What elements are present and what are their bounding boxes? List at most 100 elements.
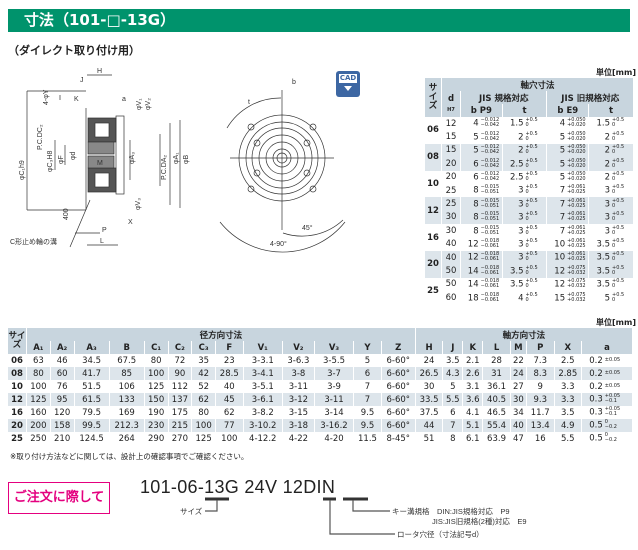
size-cell: 08 <box>8 367 26 380</box>
page-title: 寸法（101-□-13G） <box>8 9 630 32</box>
cell-20: 0.3+0.05−0.1 <box>582 393 632 406</box>
tolerance: −0.012−0.042 <box>480 130 500 142</box>
cell-1: 46 <box>56 355 68 366</box>
column-header: Z <box>381 341 415 354</box>
cell-16: 40.5 <box>483 393 510 406</box>
tolerance: −0.012−0.042 <box>480 144 500 156</box>
cad-download-button[interactable]: CAD <box>336 71 360 97</box>
cell-8: 4-12.2 <box>249 433 277 444</box>
size-cell: 16 <box>11 407 23 418</box>
tolerance: +0.050+0.020 <box>567 157 586 169</box>
cell-16: 55.4 <box>483 419 510 432</box>
column-header: C₃ <box>192 341 215 354</box>
order-info-button[interactable]: ご注文に際して <box>8 482 110 514</box>
unit-label-2: 単位[mm] <box>596 318 636 327</box>
cell-2: 99.5 <box>74 419 109 432</box>
b-p9-cell: 8−0.015−0.051 <box>461 210 502 225</box>
cell-4: 80 <box>150 355 162 366</box>
cell-18: 11.7 <box>530 407 550 418</box>
cell-8: 3-4.1 <box>243 367 282 380</box>
d-cell: 50 <box>445 279 457 290</box>
b-e9-cell: 15+0.075+0.032 <box>554 291 586 304</box>
cell-13: 51 <box>423 433 435 444</box>
size-cell: 06 <box>11 355 23 366</box>
cell-19: 3.3 <box>561 381 575 392</box>
cell-6: 62 <box>192 393 215 406</box>
cell-4: 290 <box>148 433 165 444</box>
d-cell: 40 <box>445 239 457 250</box>
size-cell: 25 <box>427 286 439 297</box>
cell-14: 3.5 <box>446 355 460 366</box>
column-header: a <box>582 341 632 354</box>
cell-3: 264 <box>118 433 135 444</box>
column-header: Y <box>354 341 381 354</box>
cell-10: 3-16.2 <box>314 419 354 432</box>
label-4-90: 4-90° <box>270 240 287 248</box>
tolerance: −0.012−0.042 <box>480 157 500 169</box>
cell-17: 27 <box>512 381 524 392</box>
tolerance: +0.050+0.020 <box>567 130 586 142</box>
page-subtitle: （ダイレクト取り付け用） <box>8 44 140 57</box>
column-header: V₁ <box>243 341 282 354</box>
t-old-header: t <box>589 104 633 117</box>
cell-5: 90 <box>168 367 192 380</box>
label-V3: φV₃ <box>135 198 142 210</box>
size-cell: 10 <box>427 178 439 189</box>
cell-14: 5 <box>450 381 456 392</box>
b-p9-cell: 12−0.018−0.061 <box>467 237 500 250</box>
cell-18: 8.3 <box>526 367 554 380</box>
cell-1: 60 <box>50 367 74 380</box>
tolerance: +0.050+0.020 <box>567 144 586 156</box>
cell-3: 169 <box>118 407 135 418</box>
label-A3: φA₃ <box>129 152 136 164</box>
cell-6: 52 <box>198 381 210 392</box>
tolerance: +0.075+0.032 <box>567 291 586 303</box>
tolerance: +0.075+0.032 <box>567 264 586 276</box>
column-header: J <box>443 341 463 354</box>
tolerance: −0.018−0.061 <box>480 278 500 290</box>
cell-13: 44 <box>415 419 443 432</box>
cell-14: 6 <box>450 407 456 418</box>
b-e9-header: b E9 <box>547 104 589 117</box>
cell-19: 5.5 <box>561 433 575 444</box>
cell-13: 33.5 <box>415 393 443 406</box>
tolerance: −0.018−0.061 <box>480 251 500 263</box>
cell-8: 3-10.2 <box>243 419 282 432</box>
cell-15: 3.1 <box>466 381 480 392</box>
cell-15: 2.1 <box>466 355 480 366</box>
tolerance: +0.075+0.032 <box>567 278 586 290</box>
cell-9: 3-12 <box>282 393 314 406</box>
column-header: C₂ <box>168 341 192 354</box>
label-Y: 4-φY <box>43 89 50 105</box>
cell-2: 51.5 <box>82 381 102 392</box>
tolerance: −0.018−0.061 <box>480 237 500 249</box>
cell-11: 11.5 <box>358 433 377 444</box>
cell-11: 5 <box>364 355 371 366</box>
cell-11: 6 <box>354 367 381 380</box>
cell-13: 24 <box>423 355 435 366</box>
radial-title: 径方向寸法 <box>27 328 415 341</box>
size-cell: 12 <box>425 197 441 225</box>
cell-1: 76 <box>56 381 68 392</box>
cell-5: 175 <box>171 407 188 418</box>
size-cell: 06 <box>427 125 439 136</box>
label-V1: φV₁ <box>136 98 143 110</box>
